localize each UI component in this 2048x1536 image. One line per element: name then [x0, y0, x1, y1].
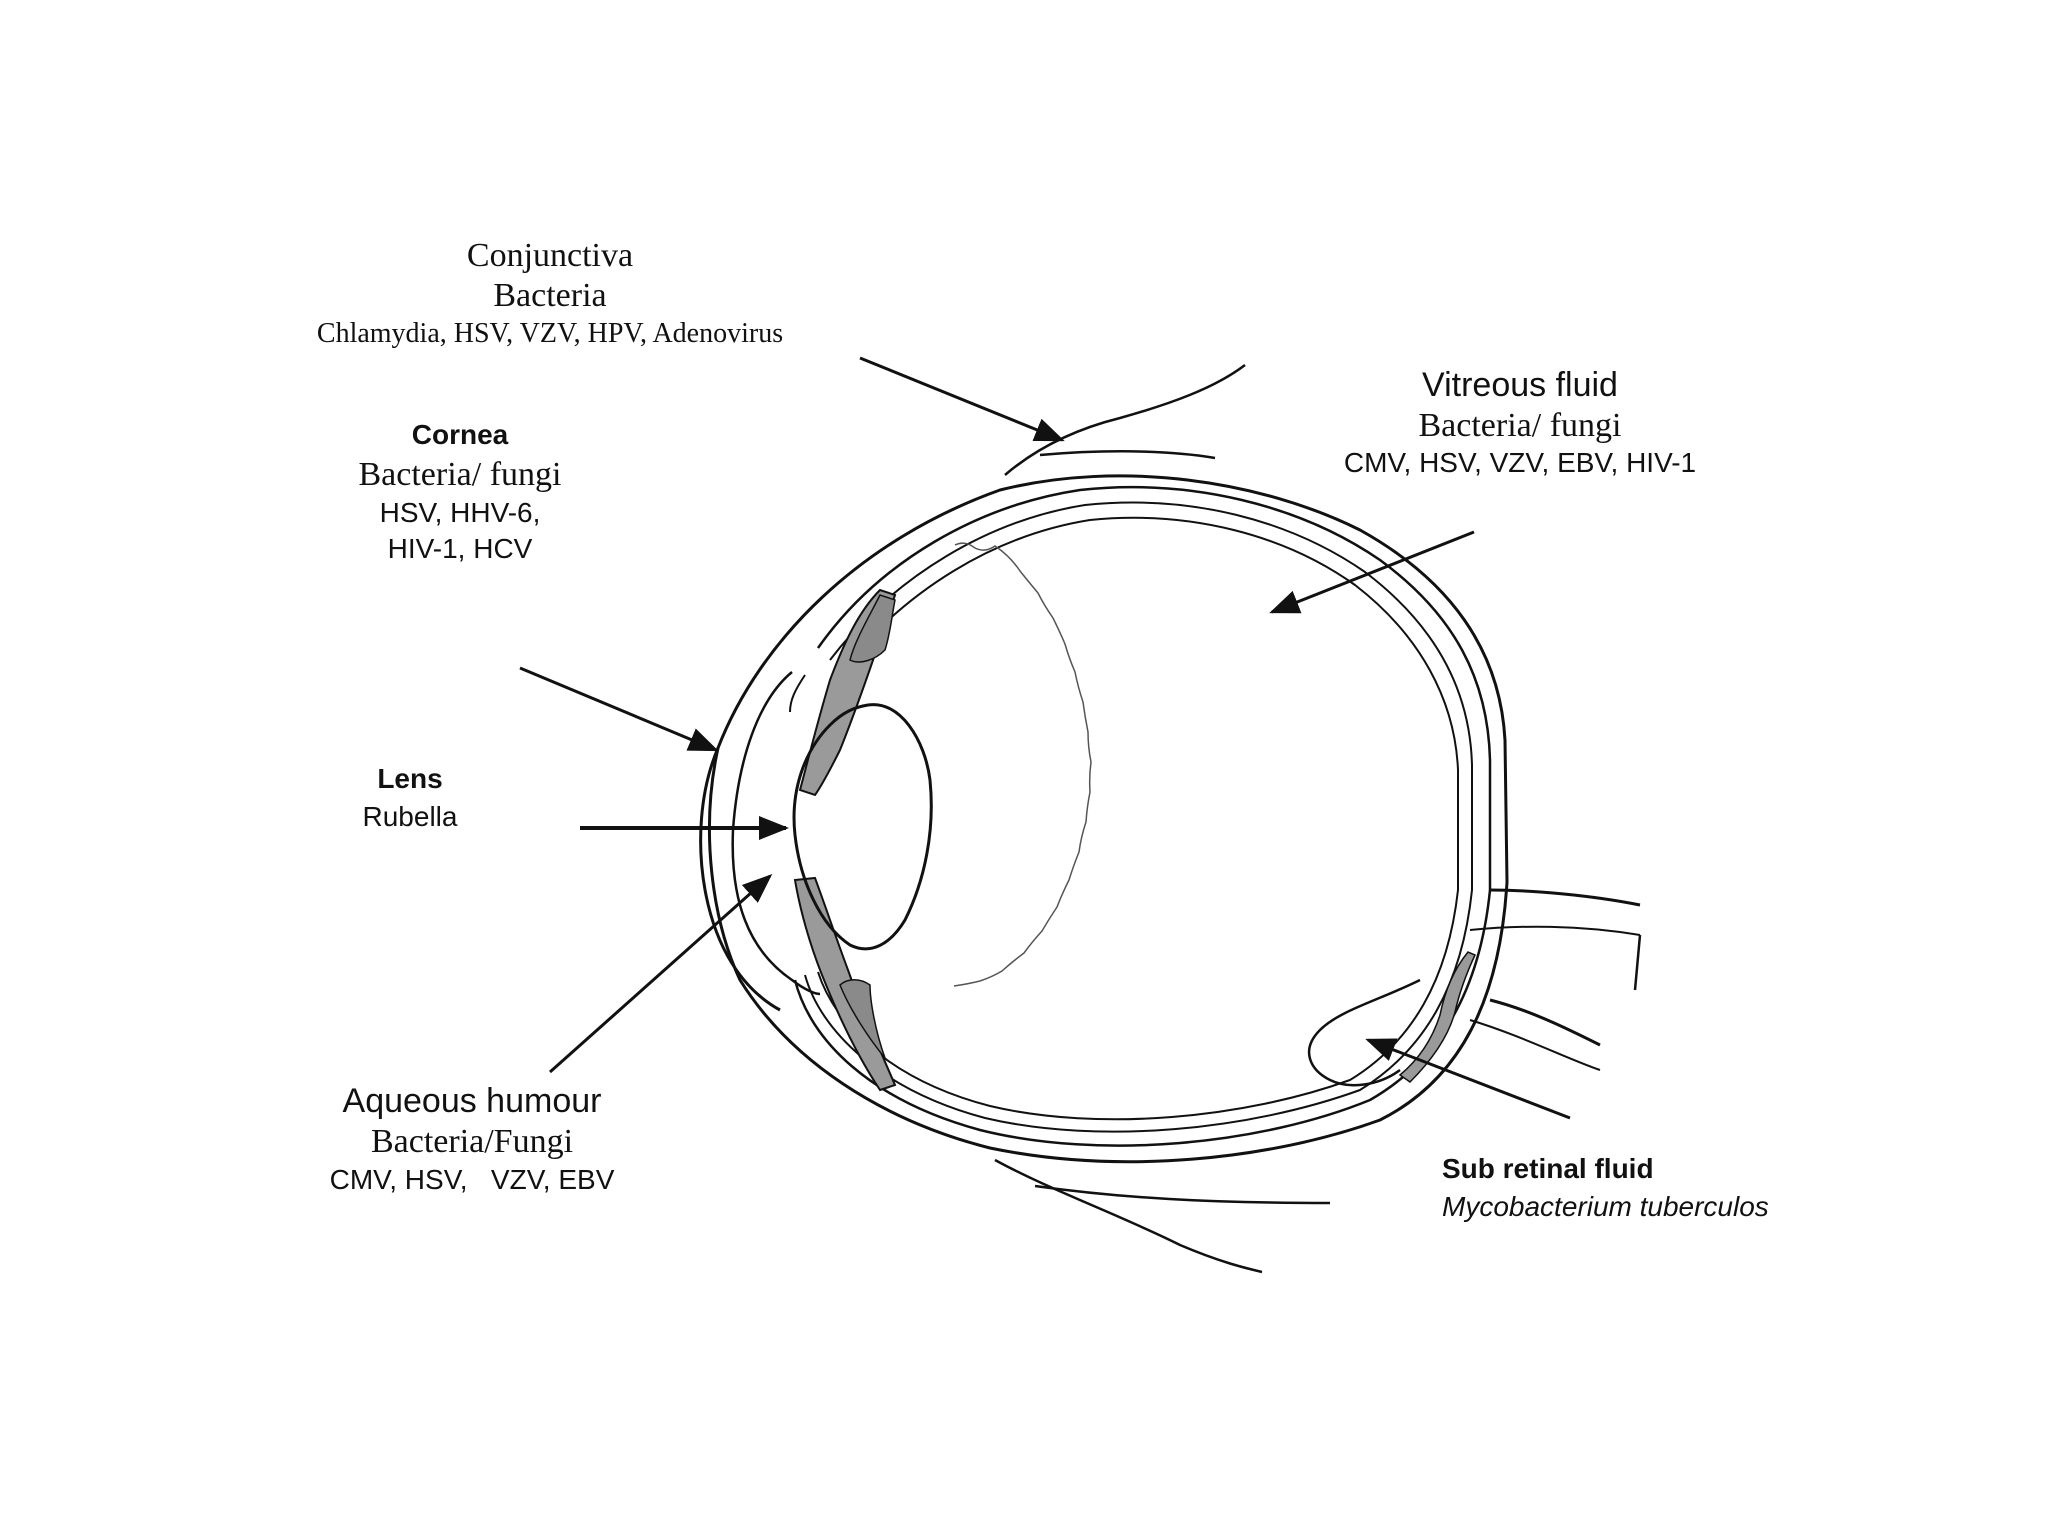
subretinal-label: Sub retinal fluid Mycobacterium tubercul… — [1442, 1150, 1862, 1226]
retina-layer — [817, 516, 1459, 1121]
vitreous-label: Vitreous fluid Bacteria/ fungi CMV, HSV,… — [1280, 364, 1760, 480]
lens-shape — [792, 703, 933, 951]
vitreous-line1: Bacteria/ fungi — [1418, 407, 1622, 444]
conjunctiva-title: Conjunctiva — [466, 237, 634, 274]
ciliary-upper — [849, 594, 896, 663]
cornea-label: Cornea Bacteria/ fungi HSV, HHV-6, HIV-1… — [300, 415, 620, 567]
retinal-detachment — [1308, 978, 1421, 1087]
vitreous-line2: CMV, HSV, VZV, EBV, HIV-1 — [1343, 447, 1697, 478]
lower-eyelid-line-2 — [1034, 1184, 1331, 1205]
sclera-layer-2 — [793, 485, 1492, 1147]
conjunctiva-line2: Chlamydia, HSV, VZV, HPV, Adenovirus — [316, 318, 784, 349]
cornea-edge — [789, 674, 806, 713]
conjunctiva-label: Conjunctiva Bacteria Chlamydia, HSV, VZV… — [250, 236, 850, 352]
conjunctiva-line1: Bacteria — [493, 277, 607, 314]
upper-eyelid-line-2 — [1039, 450, 1216, 460]
ciliary-lower — [839, 979, 886, 1059]
cornea-outer — [699, 747, 781, 1012]
optic-nerve-end — [1633, 934, 1642, 991]
lens-line1: Rubella — [362, 801, 458, 832]
subretinal-arrow — [1365, 1038, 1571, 1120]
choroid-layer — [804, 501, 1473, 1133]
aqueous-title: Aqueous humour — [342, 1082, 602, 1120]
cornea-title: Cornea — [411, 419, 509, 450]
sclera-outer — [707, 474, 1509, 1164]
cornea-arrow — [519, 666, 719, 752]
aqueous-line1: Bacteria/Fungi — [370, 1123, 574, 1160]
optic-nerve-sheath — [1469, 925, 1641, 936]
subretinal-line1: Mycobacterium tuberculos — [1442, 1191, 1769, 1222]
optic-nerve-lower — [1489, 998, 1601, 1047]
aqueous-arrow — [549, 874, 773, 1074]
lower-eyelid-line — [994, 1158, 1263, 1274]
upper-eyelid-line — [1004, 364, 1246, 476]
cornea-line2: HSV, HHV-6, — [379, 497, 541, 528]
vitreous-title: Vitreous fluid — [1422, 366, 1618, 404]
lens-label: Lens Rubella — [320, 760, 500, 836]
cornea-line3: HIV-1, HCV — [387, 533, 533, 564]
optic-nerve-lower-2 — [1469, 1019, 1601, 1071]
cornea-line1: Bacteria/ fungi — [358, 456, 562, 493]
optic-disc-shading — [1398, 951, 1477, 1083]
optic-nerve-upper — [1489, 888, 1641, 907]
vitreous-boundary — [953, 542, 1092, 987]
aqueous-line2: CMV, HSV, VZV, EBV — [329, 1164, 615, 1195]
conjunctiva-arrow — [859, 356, 1065, 442]
aqueous-label: Aqueous humour Bacteria/Fungi CMV, HSV, … — [272, 1080, 672, 1198]
vitreous-arrow — [1269, 530, 1475, 614]
lens-title: Lens — [377, 763, 443, 794]
subretinal-title: Sub retinal fluid — [1442, 1153, 1654, 1184]
cornea-inner — [731, 671, 821, 996]
